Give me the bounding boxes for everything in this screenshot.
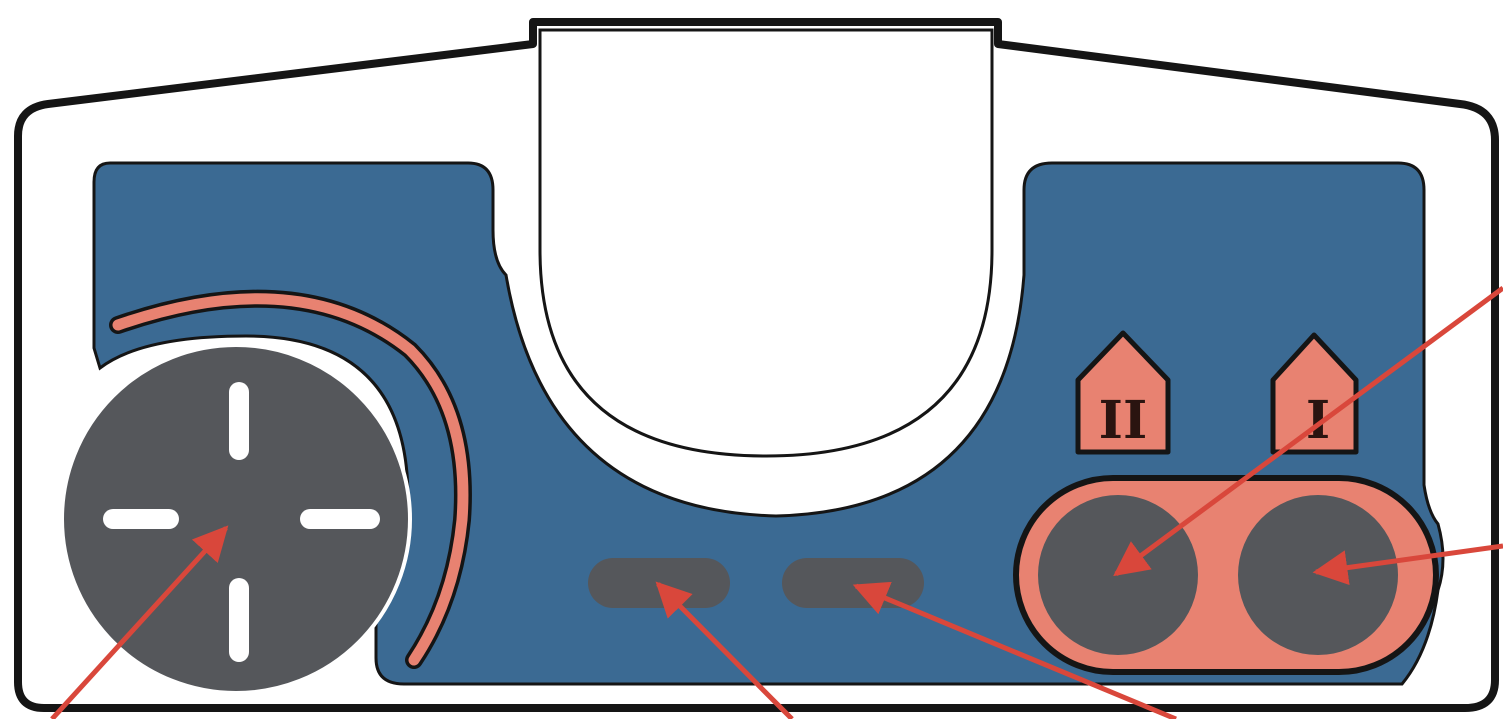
cartridge-slot [540,30,992,456]
dpad-right [300,509,380,529]
select-button[interactable] [588,558,730,608]
dpad-up [229,382,249,460]
dpad-down [229,578,249,662]
button-two-label: II [1099,390,1148,451]
button-one[interactable] [1238,495,1398,655]
run-button[interactable] [782,558,924,608]
dpad-left [103,509,179,529]
